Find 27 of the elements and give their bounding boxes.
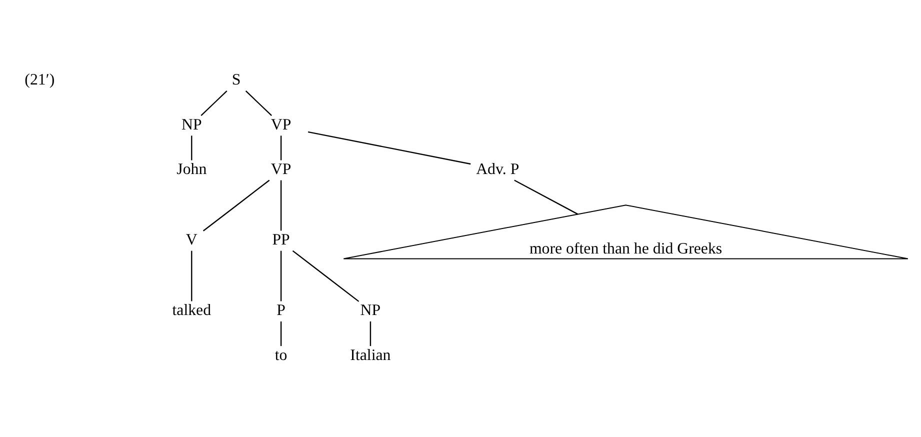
node-text: VP bbox=[270, 116, 292, 134]
connector bbox=[308, 131, 471, 165]
node-text: V bbox=[186, 232, 198, 249]
node-text: PP bbox=[272, 232, 290, 249]
connector bbox=[200, 90, 228, 116]
node-text: S bbox=[232, 72, 241, 89]
connector bbox=[280, 136, 282, 160]
connector bbox=[370, 321, 372, 346]
connector bbox=[280, 250, 282, 302]
connector bbox=[514, 180, 578, 215]
node-text: NP bbox=[360, 302, 381, 320]
node-text: P bbox=[276, 302, 286, 320]
node-text: Adv. P bbox=[476, 161, 520, 178]
connector bbox=[280, 180, 282, 231]
connector bbox=[202, 180, 270, 232]
connector bbox=[292, 250, 360, 302]
node-text: VP bbox=[270, 161, 292, 178]
node-text: talked bbox=[172, 302, 212, 320]
connector bbox=[191, 136, 192, 160]
node-text: John bbox=[176, 161, 207, 178]
connector bbox=[191, 250, 192, 302]
node-text: NP bbox=[181, 116, 202, 134]
node-text: Italian bbox=[350, 346, 391, 364]
connector bbox=[280, 321, 282, 346]
label: (21′) bbox=[24, 72, 55, 89]
connector bbox=[245, 90, 272, 116]
node-text: to bbox=[274, 346, 288, 364]
